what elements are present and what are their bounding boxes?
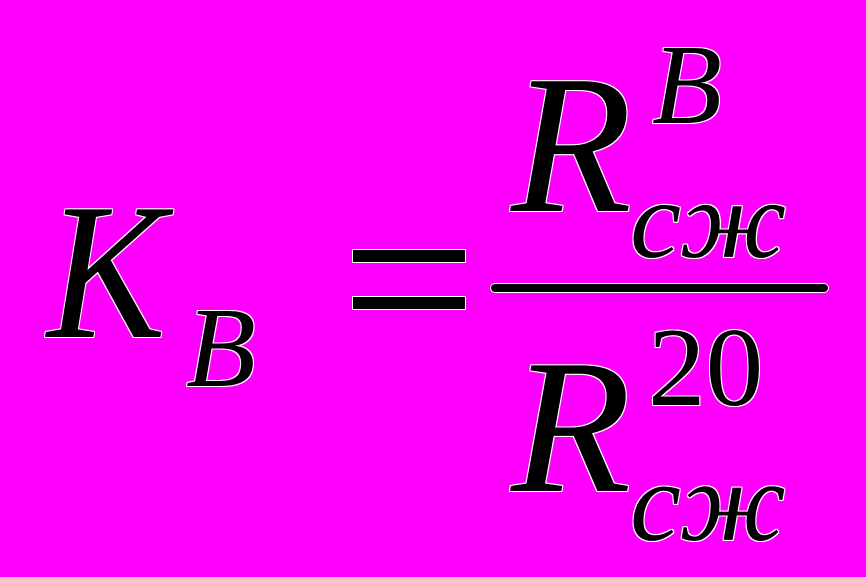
lhs-base-K: K: [47, 164, 166, 380]
equals-bottom-bar: [353, 297, 465, 309]
equals-top-bar: [353, 250, 465, 262]
denominator-base-R: R: [511, 320, 632, 533]
numerator-subscript-szh: сж: [630, 159, 787, 281]
fraction-bar: [491, 284, 828, 292]
numerator-superscript-V: В: [652, 21, 722, 148]
numerator-base-R: R: [511, 34, 633, 254]
denominator-superscript-20: 20: [648, 306, 764, 430]
lhs-subscript-V: В: [186, 284, 256, 411]
denominator-subscript-szh: сж: [630, 439, 787, 565]
